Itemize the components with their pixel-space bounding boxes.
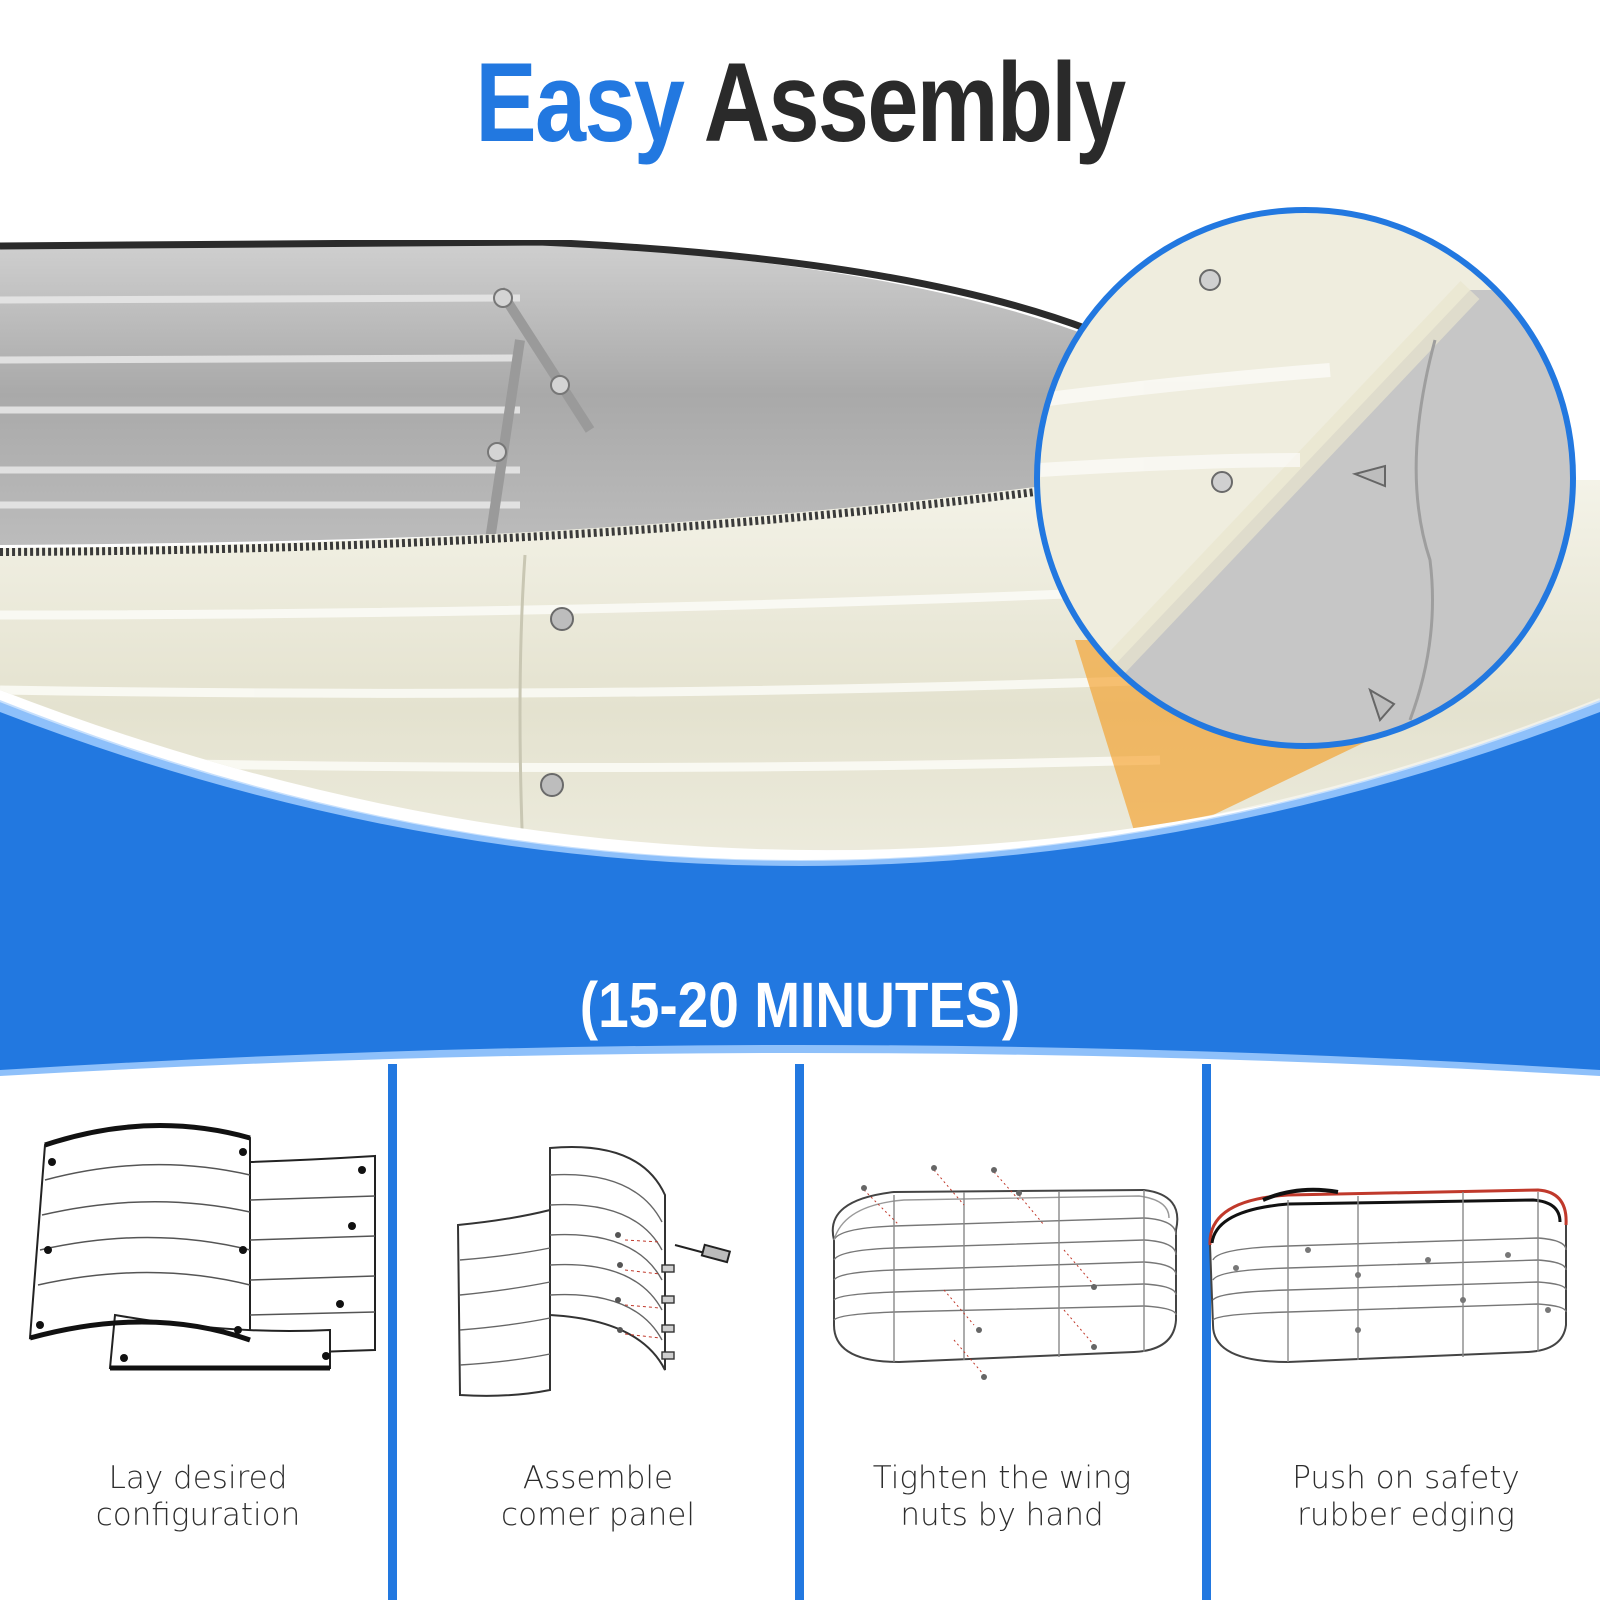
step-tighten-wing-nuts: Tighten the wing nuts by hand	[804, 1100, 1200, 1600]
step-label-line1: Assemble	[522, 1460, 674, 1496]
step-label-line1: Push on safety	[1292, 1460, 1520, 1496]
title-main-word: Assembly	[703, 40, 1126, 165]
step-divider-2	[795, 1064, 804, 1600]
step-label-line1: Tighten the wing	[872, 1460, 1132, 1496]
step-divider-3	[1202, 1064, 1211, 1600]
step-assemble-corner: Assemble comer panel	[400, 1100, 796, 1600]
step-label-line2: nuts by hand	[900, 1497, 1104, 1533]
step-label-line2: comer panel	[501, 1497, 695, 1533]
step-label-line2: configuration	[95, 1497, 301, 1533]
step-label: Assemble comer panel	[400, 1460, 796, 1534]
title-accent-word: Easy	[475, 40, 685, 165]
panel-layout-drawing	[28, 1123, 376, 1371]
step-label: Tighten the wing nuts by hand	[804, 1460, 1200, 1534]
step-lay-configuration: Lay desired configuration	[0, 1100, 396, 1600]
step-label-line1: Lay desired	[108, 1460, 288, 1496]
oval-bed-bolts-drawing	[831, 1165, 1179, 1380]
step-push-rubber-edging: Push on safety rubber edging	[1208, 1100, 1600, 1600]
page-title: Easy Assembly	[144, 38, 1456, 167]
oval-bed-edging-drawing	[1208, 1187, 1568, 1364]
step-divider-1	[388, 1064, 397, 1600]
zoom-detail-circle	[1034, 207, 1576, 749]
step-label-line2: rubber edging	[1297, 1497, 1515, 1533]
step-label: Push on safety rubber edging	[1208, 1460, 1600, 1534]
step-label: Lay desired configuration	[0, 1460, 396, 1534]
assembly-duration: (15-20 MINUTES)	[579, 969, 1021, 1041]
corner-panel-drawing	[456, 1146, 732, 1397]
blue-swoosh-band	[0, 698, 1600, 1076]
